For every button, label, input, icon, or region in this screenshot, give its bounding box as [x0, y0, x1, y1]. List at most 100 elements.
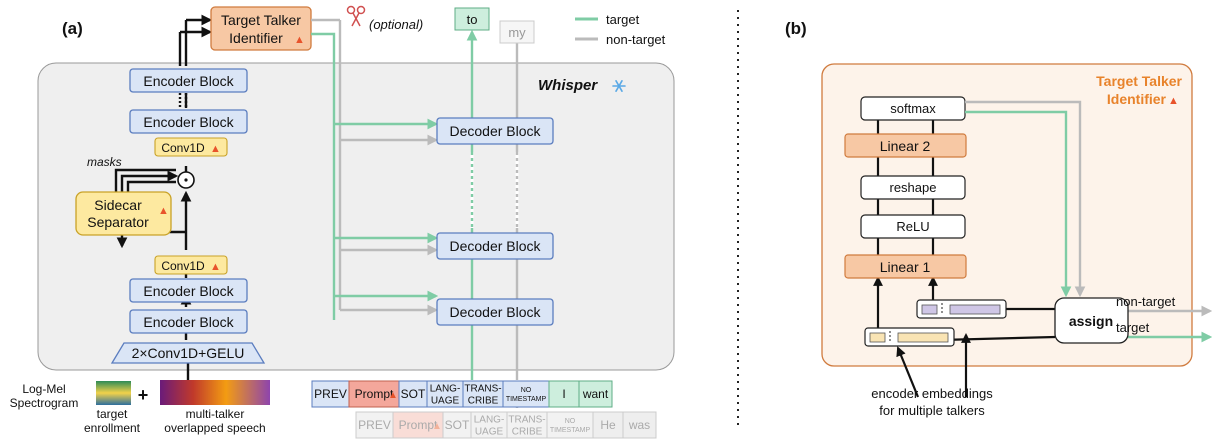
token-text: LANG-: [430, 384, 461, 395]
conv-gelu-stem: 2×Conv1D+GELU: [110, 342, 266, 364]
svg-text:Encoder Block: Encoder Block: [143, 114, 234, 130]
non-target-token-0: PREV: [355, 411, 394, 439]
masks-label: masks: [87, 155, 122, 169]
legend-target-label: target: [606, 12, 640, 27]
embedding-target: [864, 327, 955, 347]
svg-text:assign: assign: [1069, 313, 1113, 329]
token-text: CRIBE: [468, 396, 499, 407]
input-label: Log-Mel: [22, 382, 65, 396]
fire-icon: ▲: [158, 205, 169, 217]
mixture-label: multi-talker: [186, 407, 245, 421]
scissors-icon: [346, 5, 366, 27]
svg-text:Linear 2: Linear 2: [880, 138, 931, 154]
svg-text:enrollment: enrollment: [84, 421, 141, 435]
svg-text:Identifier: Identifier: [1107, 91, 1167, 107]
enrollment-label: target: [97, 407, 128, 421]
target-token-3: LANG-UAGE: [426, 380, 464, 408]
token-text: SOT: [401, 387, 426, 401]
token-text: UAGE: [475, 427, 504, 438]
token-text: Prompt: [399, 418, 438, 432]
svg-text:Encoder Block: Encoder Block: [143, 283, 234, 299]
non-target-token-2: SOT: [442, 411, 472, 439]
encoder-block-mid: Encoder Block: [129, 278, 248, 303]
svg-text:ReLU: ReLU: [896, 219, 929, 234]
assign-block: assign: [1054, 297, 1129, 344]
svg-text:Linear 1: Linear 1: [880, 259, 931, 275]
encoder-block-upper: Encoder Block: [129, 109, 248, 134]
enrollment-spectrogram: [96, 381, 131, 405]
svg-text:Conv1D: Conv1D: [161, 259, 205, 273]
panel-a-label: (a): [62, 19, 83, 38]
svg-text:reshape: reshape: [890, 180, 937, 195]
token-text: TIMESTAMP: [506, 396, 547, 403]
token-text: TRANS-: [464, 384, 501, 395]
non-target-token-1: Prompt▲: [392, 411, 444, 439]
softmax-layer: softmax: [860, 96, 966, 121]
non-target-token-6: He: [592, 411, 624, 439]
token-text: was: [628, 418, 650, 432]
legend-non-target-label: non-target: [606, 32, 666, 47]
output-non-target-token: my: [499, 20, 535, 44]
svg-text:Encoder Block: Encoder Block: [143, 73, 234, 89]
panel-b-label: (b): [785, 19, 807, 38]
identifier-title: Target Talker: [1096, 73, 1182, 89]
token-text: PREV: [358, 418, 391, 432]
svg-text:overlapped speech: overlapped speech: [164, 421, 265, 435]
token-text: I: [562, 387, 565, 401]
non-target-token-5: NO TIMESTAMP: [546, 411, 594, 439]
token-text: Prompt: [355, 387, 394, 401]
fire-icon: ▲: [1168, 95, 1179, 107]
fire-icon: ▲: [388, 390, 398, 401]
token-text: He: [600, 418, 616, 432]
fire-icon: ▲: [210, 261, 221, 273]
conv1d-upper: Conv1D: [154, 137, 228, 157]
svg-text:Sidecar: Sidecar: [94, 197, 142, 213]
conv1d-lower: Conv1D: [154, 255, 228, 275]
encoder-block-bottom: Encoder Block: [129, 309, 248, 334]
target-output-label: target: [1116, 320, 1150, 335]
token-text: CRIBE: [512, 427, 543, 438]
svg-text:Decoder Block: Decoder Block: [449, 123, 541, 139]
embedding-non-target: [916, 299, 1007, 319]
embeddings-caption: encoder embeddings: [871, 386, 993, 401]
target-token-0: PREV: [311, 380, 350, 408]
svg-text:Conv1D: Conv1D: [161, 141, 205, 155]
non-target-token-4: TRANS-CRIBE: [506, 411, 548, 439]
non-target-token-3: LANG-UAGE: [470, 411, 508, 439]
target-token-5: NO TIMESTAMP: [502, 380, 550, 408]
fire-icon: ▲: [210, 143, 221, 155]
token-text: NO: [521, 387, 532, 394]
svg-text:Separator: Separator: [87, 214, 149, 230]
target-talker-identifier: Target Talker Identifier ▲: [210, 6, 312, 51]
target-token-7: want: [578, 380, 613, 408]
relu-layer: ReLU: [860, 214, 966, 239]
token-text: TIMESTAMP: [550, 427, 591, 434]
svg-text:Target Talker: Target Talker: [221, 12, 301, 28]
output-target-token: to: [454, 7, 490, 31]
non-target-token-7: was: [622, 411, 657, 439]
svg-text:for multiple talkers: for multiple talkers: [879, 403, 985, 418]
svg-text:Spectrogram: Spectrogram: [10, 396, 79, 410]
target-token-1: Prompt▲: [348, 380, 400, 408]
linear1-layer: Linear 1: [844, 254, 967, 279]
non-target-output-label: non-target: [1116, 294, 1176, 309]
reshape-layer: reshape: [860, 175, 966, 200]
token-text: PREV: [314, 387, 347, 401]
fire-icon: ▲: [432, 421, 442, 432]
whisper-label: Whisper: [538, 77, 598, 94]
linear2-layer: Linear 2: [844, 133, 967, 158]
svg-text:Decoder Block: Decoder Block: [449, 304, 541, 320]
svg-text:2×Conv1D+GELU: 2×Conv1D+GELU: [132, 345, 245, 361]
sidecar-separator: Sidecar Separator: [75, 191, 172, 236]
svg-text:to: to: [467, 12, 478, 27]
svg-text:Decoder Block: Decoder Block: [449, 238, 541, 254]
target-token-6: I: [548, 380, 580, 408]
target-token-2: SOT: [398, 380, 428, 408]
plus-sign: +: [138, 385, 149, 405]
mixture-spectrogram: [160, 380, 270, 405]
svg-text:my: my: [508, 25, 526, 40]
token-text: want: [582, 387, 609, 401]
token-text: NO: [565, 418, 576, 425]
